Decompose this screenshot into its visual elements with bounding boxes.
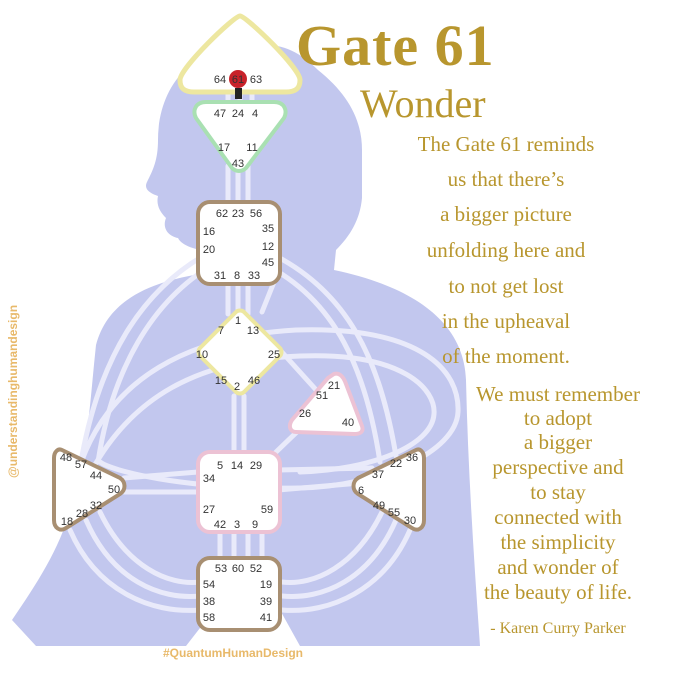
quote-line: and wonder of bbox=[497, 555, 619, 579]
gate-28: 28 bbox=[76, 508, 88, 520]
gate-63: 63 bbox=[250, 74, 262, 86]
gate-12: 12 bbox=[262, 241, 274, 253]
gate-2: 2 bbox=[234, 381, 240, 393]
page-subtitle: Wonder bbox=[360, 81, 486, 126]
gate-10: 10 bbox=[196, 349, 208, 361]
gate-60: 60 bbox=[232, 563, 244, 575]
gate-21: 21 bbox=[328, 380, 340, 392]
gate-38: 38 bbox=[203, 596, 215, 608]
gate-6: 6 bbox=[358, 485, 364, 497]
gate-43: 43 bbox=[232, 158, 244, 170]
gate-19: 19 bbox=[260, 579, 272, 591]
quote-line: of the moment. bbox=[442, 344, 570, 368]
gate-46: 46 bbox=[248, 375, 260, 387]
gate-4: 4 bbox=[252, 108, 258, 120]
throat-center: 62 23 56 16 35 12 20 45 31 8 33 bbox=[196, 200, 282, 286]
gate-36: 36 bbox=[406, 452, 418, 464]
quote-line: perspective and bbox=[492, 455, 624, 479]
gate-55: 55 bbox=[388, 507, 400, 519]
quote-line: to adopt bbox=[523, 406, 593, 430]
gate-8: 8 bbox=[234, 270, 240, 282]
quote-line: a bigger picture bbox=[440, 202, 572, 226]
gate-34: 34 bbox=[203, 473, 215, 485]
gate-35: 35 bbox=[262, 223, 274, 235]
gate-51: 51 bbox=[316, 390, 328, 402]
gate-37: 37 bbox=[372, 469, 384, 481]
gate-17: 17 bbox=[218, 142, 230, 154]
gate-48: 48 bbox=[60, 452, 72, 464]
gate-1: 1 bbox=[235, 315, 241, 327]
gate-54: 54 bbox=[203, 579, 215, 591]
gate-58: 58 bbox=[203, 612, 215, 624]
gate-29: 29 bbox=[250, 460, 262, 472]
gate-61-highlight bbox=[229, 70, 247, 88]
gate-27: 27 bbox=[203, 504, 215, 516]
gate-64: 64 bbox=[214, 74, 226, 86]
sacral-center: 5 14 29 34 27 59 42 3 9 bbox=[196, 450, 282, 534]
gate-39: 39 bbox=[260, 596, 272, 608]
head-center: 64 61 63 bbox=[177, 13, 303, 99]
gate-59: 59 bbox=[261, 504, 273, 516]
gate-30: 30 bbox=[404, 515, 416, 527]
gate-56: 56 bbox=[250, 208, 262, 220]
gate-40: 40 bbox=[342, 417, 354, 429]
gate-20: 20 bbox=[203, 244, 215, 256]
quote-line: connected with bbox=[494, 505, 622, 529]
gate-49: 49 bbox=[373, 500, 385, 512]
gate-24: 24 bbox=[232, 108, 244, 120]
gate-50: 50 bbox=[108, 484, 120, 496]
quote-line: in the upheaval bbox=[441, 309, 571, 333]
gate-5: 5 bbox=[217, 460, 223, 472]
gate-52: 52 bbox=[250, 563, 262, 575]
ajna-center: 47 24 4 17 11 43 bbox=[192, 100, 288, 173]
activation-marker bbox=[235, 88, 242, 99]
gate-32: 32 bbox=[90, 500, 102, 512]
quote-line: unfolding here and bbox=[426, 238, 586, 262]
gate-41: 41 bbox=[260, 612, 272, 624]
quote-line: the simplicity bbox=[500, 530, 616, 554]
gate-47: 47 bbox=[214, 108, 226, 120]
gate-3: 3 bbox=[234, 519, 240, 531]
solar-plexus-center: 36 22 37 6 49 55 30 bbox=[351, 447, 426, 532]
root-center: 53 60 52 54 19 38 39 58 41 bbox=[196, 556, 282, 632]
gate-22: 22 bbox=[390, 458, 402, 470]
quote-line: The Gate 61 reminds bbox=[417, 132, 595, 156]
quote-line: the beauty of life. bbox=[483, 580, 633, 604]
gate-15: 15 bbox=[215, 375, 227, 387]
gate-7: 7 bbox=[218, 325, 224, 337]
quote-line: We must remember bbox=[476, 382, 640, 406]
hashtag-bottom: #QuantumHumanDesign bbox=[163, 646, 304, 660]
gate-18: 18 bbox=[61, 516, 73, 528]
gate-61: 61 bbox=[232, 74, 244, 86]
gate-25: 25 bbox=[268, 349, 280, 361]
gate-14: 14 bbox=[231, 460, 243, 472]
gate-13: 13 bbox=[247, 325, 259, 337]
quote-line: to stay bbox=[530, 480, 586, 504]
gate-57: 57 bbox=[75, 459, 87, 471]
gate-62: 62 bbox=[216, 208, 228, 220]
spleen-center: 48 57 44 50 32 28 18 bbox=[52, 447, 127, 532]
page-title: Gate 61 bbox=[296, 13, 495, 78]
gate-11: 11 bbox=[246, 142, 257, 154]
gate-23: 23 bbox=[232, 208, 244, 220]
gate-33: 33 bbox=[248, 270, 260, 282]
gate-42: 42 bbox=[214, 519, 226, 531]
hashtag-vertical: @understandinghumandesign bbox=[6, 304, 20, 478]
gate-9: 9 bbox=[252, 519, 258, 531]
quote-attribution: - Karen Curry Parker bbox=[490, 620, 626, 637]
gate-16: 16 bbox=[203, 226, 215, 238]
gate-53: 53 bbox=[215, 563, 227, 575]
quote-line: us that there’s bbox=[447, 167, 565, 191]
gate-31: 31 bbox=[214, 270, 226, 282]
gate-45: 45 bbox=[262, 257, 274, 269]
gate-26: 26 bbox=[299, 408, 311, 420]
ego-center: 21 51 26 40 bbox=[287, 371, 365, 437]
gate-44: 44 bbox=[90, 470, 102, 482]
g-center: 1 7 13 10 25 15 2 46 bbox=[196, 308, 284, 396]
quote-line: to not get lost bbox=[448, 274, 564, 298]
quote-line: a bigger bbox=[523, 430, 593, 454]
